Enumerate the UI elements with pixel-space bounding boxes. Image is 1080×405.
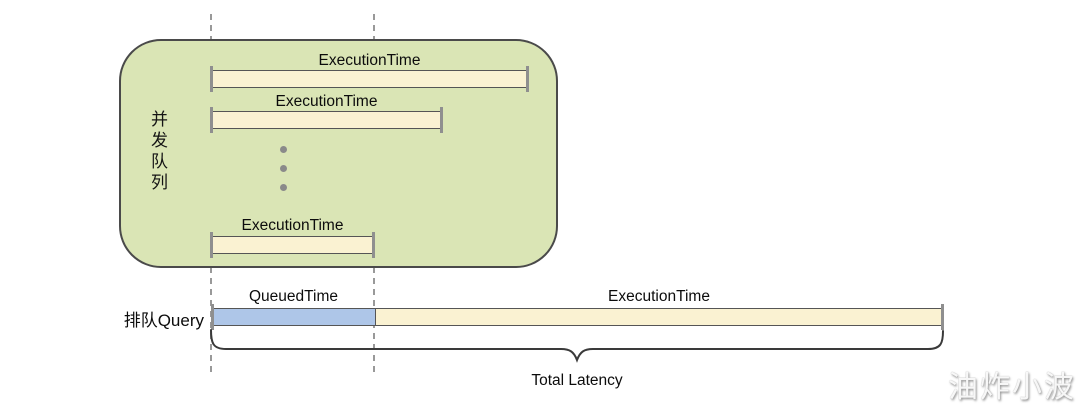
total-latency-label: Total Latency [531,372,623,389]
execution-time-label-1: ExecutionTime [318,52,421,69]
ellipsis-dot [280,165,287,172]
ellipsis-dot [280,184,287,191]
queued-time-bar [211,304,376,330]
queued-query-label: 排队Query [123,311,204,330]
ellipsis-dot [280,146,287,153]
bar-end-tick-left [210,232,213,258]
execution-time-label-2: ExecutionTime [275,93,378,110]
execution-time-bar-1 [210,66,529,92]
bar-end-tick-left [211,304,214,330]
bar-end-tick-left [210,107,213,133]
execution-time-bar-3 [210,232,375,258]
bar-end-tick-right [372,232,375,258]
concurrent-queue-label: 并发队列 [148,110,167,194]
execution-time-bar-2 [210,107,443,133]
bar-end-tick-right [526,66,529,92]
execution-time-label-3: ExecutionTime [241,217,344,234]
execution-time-bar-bottom [375,304,944,330]
bar-end-tick-right [941,304,944,330]
bar-end-tick-left [210,66,213,92]
queued-time-label: QueuedTime [248,288,339,305]
execution-time-label-bottom: ExecutionTime [608,288,710,305]
bar-end-tick-right [440,107,443,133]
watermark: 油炸小波 [948,371,1076,404]
